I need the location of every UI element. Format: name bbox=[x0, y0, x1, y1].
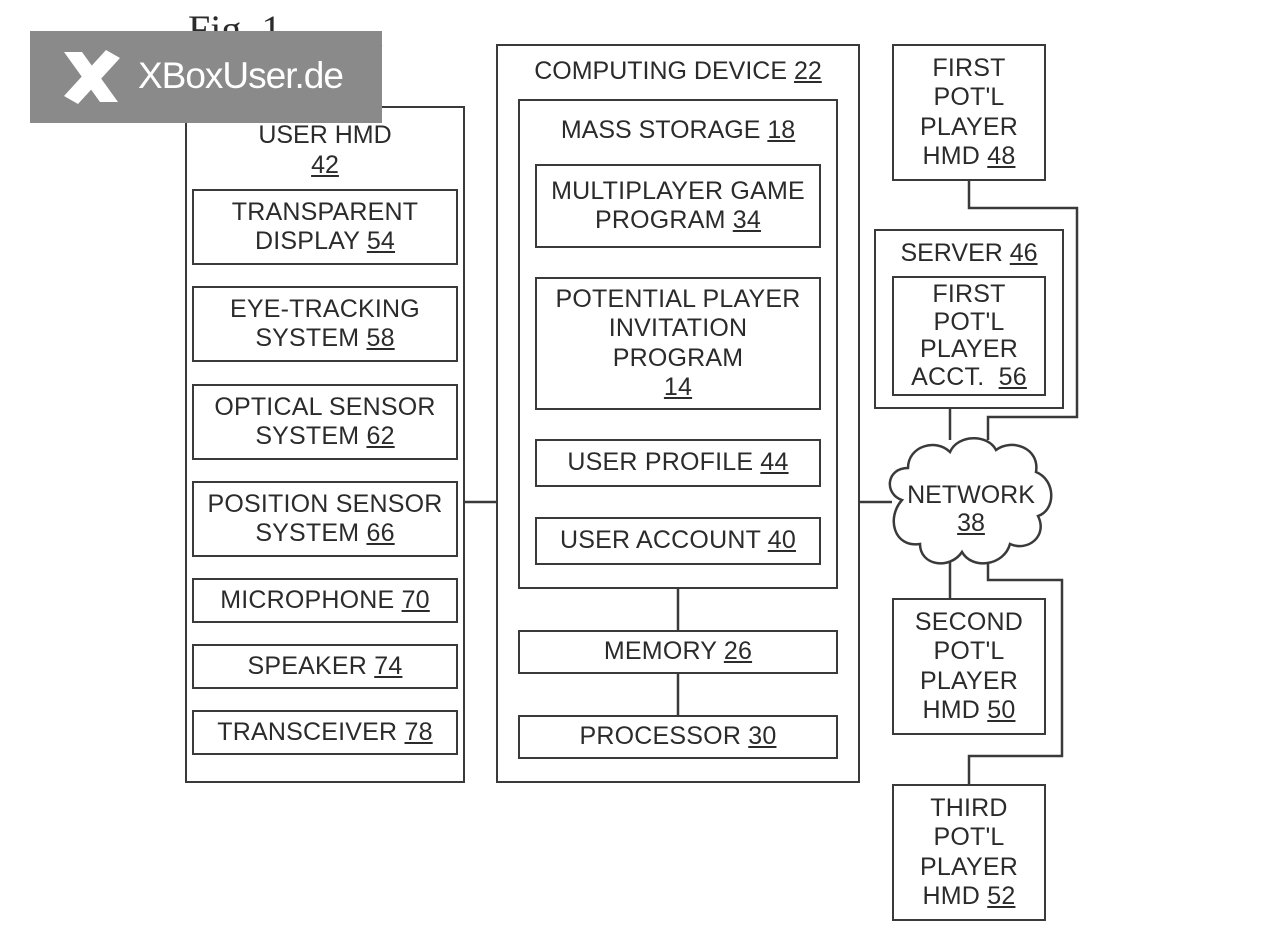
multiplayer-game-program-block: MULTIPLAYER GAME PROGRAM 34 bbox=[535, 164, 821, 248]
block-line: OPTICAL SENSOR bbox=[214, 392, 436, 421]
user-hmd-header: USER HMD 42 bbox=[185, 120, 465, 180]
microphone-block: MICROPHONE 70 bbox=[192, 578, 458, 623]
block-line: SYSTEM 58 bbox=[255, 324, 395, 352]
block-line: POT'L bbox=[933, 83, 1005, 111]
block-line: PLAYER bbox=[919, 852, 1018, 881]
block-line: FIRST bbox=[932, 53, 1006, 82]
ref-number: 26 bbox=[723, 637, 753, 666]
server-number: 46 bbox=[1009, 239, 1038, 267]
block-line: ACCT. 56 bbox=[911, 362, 1027, 391]
block-line: POSITION SENSOR bbox=[207, 489, 443, 518]
block-line: SECOND bbox=[914, 607, 1024, 636]
block-line: HMD 50 bbox=[922, 696, 1016, 724]
ref-number: 52 bbox=[987, 882, 1016, 910]
ref-number: 78 bbox=[404, 717, 433, 746]
network-title: NETWORK bbox=[907, 481, 1035, 509]
first-potential-player-account-block: FIRST POT'L PLAYER ACCT. 56 bbox=[892, 276, 1046, 396]
eye-tracking-system-block: EYE-TRACKING SYSTEM 58 bbox=[192, 286, 458, 362]
block-line: PLAYER bbox=[919, 335, 1018, 363]
ref-number: 56 bbox=[998, 362, 1027, 391]
mass-storage-box bbox=[518, 99, 838, 589]
block-line: SYSTEM 66 bbox=[255, 519, 395, 547]
block-line: USER PROFILE 44 bbox=[567, 448, 789, 477]
ref-number: 44 bbox=[760, 448, 789, 477]
block-line: POT'L bbox=[933, 307, 1005, 336]
block-line: DISPLAY 54 bbox=[254, 227, 396, 255]
block-line: PROGRAM 34 bbox=[595, 206, 761, 234]
user-account-block: USER ACCOUNT 40 bbox=[535, 517, 821, 565]
potential-player-invitation-program-block: POTENTIAL PLAYER INVITATION PROGRAM 14 bbox=[535, 277, 821, 410]
processor-block: PROCESSOR 30 bbox=[518, 715, 838, 759]
block-line: POT'L bbox=[933, 637, 1005, 665]
network-cloud-icon bbox=[888, 437, 1053, 565]
transceiver-block: TRANSCEIVER 78 bbox=[192, 710, 458, 755]
block-line: EYE-TRACKING bbox=[230, 294, 420, 323]
speaker-block: SPEAKER 74 bbox=[192, 644, 458, 689]
block-line: FIRST bbox=[932, 280, 1006, 308]
block-line: PROCESSOR 30 bbox=[579, 722, 777, 751]
ref-number: 66 bbox=[366, 519, 395, 547]
ref-number: 50 bbox=[987, 696, 1016, 724]
ref-number: 40 bbox=[767, 526, 796, 555]
block-line: USER ACCOUNT 40 bbox=[560, 526, 796, 555]
block-line: SYSTEM 62 bbox=[255, 422, 395, 450]
computing-device-number: 22 bbox=[793, 57, 822, 85]
third-potential-player-hmd-block: THIRD POT'L PLAYER HMD 52 bbox=[892, 784, 1046, 921]
ref-number: 54 bbox=[366, 227, 396, 255]
block-line: TRANSCEIVER 78 bbox=[217, 717, 433, 746]
block-line: MICROPHONE 70 bbox=[220, 585, 430, 614]
watermark-banner: XBoxUser.de bbox=[30, 31, 382, 123]
block-line: HMD 48 bbox=[922, 142, 1016, 170]
position-sensor-system-block: POSITION SENSOR SYSTEM 66 bbox=[192, 481, 458, 557]
ref-number: 58 bbox=[366, 324, 395, 352]
block-line: THIRD bbox=[930, 793, 1008, 822]
block-line: MEMORY 26 bbox=[603, 637, 753, 666]
mass-storage-title: MASS STORAGE bbox=[560, 116, 761, 144]
computing-device-title: COMPUTING DEVICE bbox=[534, 57, 788, 85]
ref-number: 70 bbox=[401, 585, 430, 614]
block-line: PLAYER bbox=[919, 112, 1018, 141]
block-line: INVITATION bbox=[608, 314, 748, 342]
block-line: PROGRAM bbox=[612, 343, 744, 372]
x-logo-icon bbox=[64, 50, 120, 104]
block-line: POT'L bbox=[933, 823, 1005, 851]
transparent-display-block: TRANSPARENT DISPLAY 54 bbox=[192, 189, 458, 265]
computing-device-header: COMPUTING DEVICE 22 bbox=[496, 56, 860, 86]
memory-block: MEMORY 26 bbox=[518, 630, 838, 674]
ref-number: 62 bbox=[366, 422, 395, 450]
computing-device-box bbox=[496, 44, 860, 783]
watermark-text: XBoxUser.de bbox=[138, 55, 344, 96]
network-number: 38 bbox=[957, 509, 985, 537]
user-profile-block: USER PROFILE 44 bbox=[535, 439, 821, 487]
ref-number: 30 bbox=[748, 722, 777, 751]
optical-sensor-system-block: OPTICAL SENSOR SYSTEM 62 bbox=[192, 384, 458, 460]
ref-number: 14 bbox=[663, 373, 693, 401]
network-label: NETWORK 38 bbox=[886, 481, 1056, 537]
block-line: POTENTIAL PLAYER bbox=[555, 284, 801, 313]
ref-number: 48 bbox=[987, 142, 1016, 170]
block-line: PLAYER bbox=[919, 666, 1018, 695]
block-line: HMD 52 bbox=[922, 882, 1016, 910]
block-line: TRANSPARENT bbox=[231, 197, 419, 226]
ref-number: 34 bbox=[732, 206, 761, 234]
user-hmd-title: USER HMD bbox=[258, 121, 392, 149]
ref-number: 74 bbox=[374, 651, 403, 680]
first-potential-player-hmd-block: FIRST POT'L PLAYER HMD 48 bbox=[892, 44, 1046, 181]
mass-storage-header: MASS STORAGE 18 bbox=[518, 115, 838, 145]
server-header: SERVER 46 bbox=[874, 238, 1064, 268]
block-line: SPEAKER 74 bbox=[247, 651, 403, 680]
block-line: MULTIPLAYER GAME bbox=[551, 176, 805, 205]
user-hmd-number: 42 bbox=[311, 151, 339, 179]
server-title: SERVER bbox=[900, 239, 1003, 267]
second-potential-player-hmd-block: SECOND POT'L PLAYER HMD 50 bbox=[892, 598, 1046, 735]
mass-storage-number: 18 bbox=[767, 116, 796, 144]
